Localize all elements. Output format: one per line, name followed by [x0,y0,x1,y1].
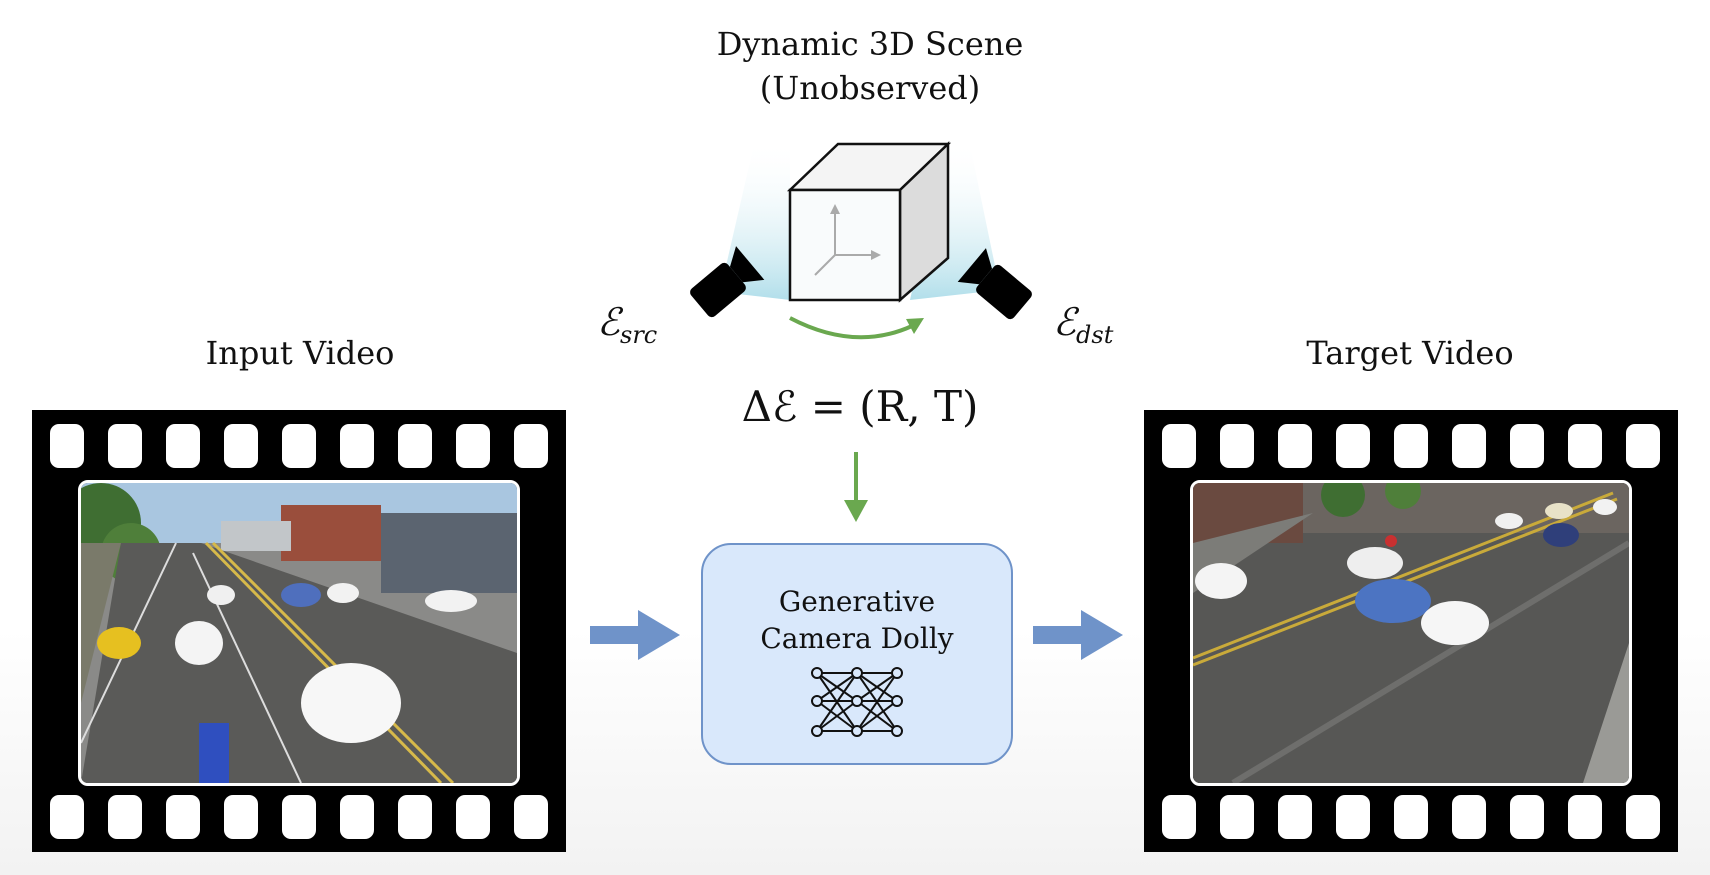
film-hole [1452,424,1486,468]
film-hole [398,424,432,468]
film-hole [1336,424,1370,468]
film-hole [224,424,258,468]
target-video-label: Target Video [1306,334,1514,372]
film-hole [1510,424,1544,468]
film-hole [340,795,374,839]
down-arrow [844,452,868,522]
film-hole [1278,424,1312,468]
scene-title-line2: (Unobserved) [759,69,981,107]
film-hole [282,795,316,839]
film-perforations-bottom [32,795,566,839]
film-hole [456,795,490,839]
target-video-scene [1193,483,1629,783]
film-hole [1568,424,1602,468]
scene-title: Dynamic 3D Scene (Unobserved) [690,22,1050,110]
film-hole [1394,795,1428,839]
scene-title-line1: Dynamic 3D Scene [716,25,1024,63]
film-hole [514,795,548,839]
film-hole [1626,424,1660,468]
film-perforations-top [1144,424,1678,468]
neural-network-icon [811,667,903,737]
input-to-dolly-arrow [590,610,680,660]
film-perforations-bottom [1144,795,1678,839]
camera-src-icon [690,246,765,318]
target-film-strip [1144,410,1678,852]
film-hole [340,424,374,468]
dolly-title-line1: Generative [778,585,936,618]
camera-src-label: ℰsrc [597,300,657,349]
camera-src-symbol: ℰ [597,300,621,344]
film-hole [1452,795,1486,839]
cube-icon [786,141,952,303]
camera-src-subscript: src [620,321,658,349]
film-hole [282,424,316,468]
input-video-label: Input Video [205,334,395,372]
film-hole [50,424,84,468]
film-hole [1220,795,1254,839]
film-hole [1626,795,1660,839]
axes-icon [814,204,881,276]
input-film-strip [32,410,566,852]
input-video-frame [78,480,520,786]
film-hole [1336,795,1370,839]
camera-dst-symbol: ℰ [1053,300,1077,344]
generative-camera-dolly-box: Generative Camera Dolly [701,543,1013,765]
input-video-scene [81,483,517,783]
camera-motion-arrow [789,316,924,340]
dolly-to-target-arrow [1033,610,1123,660]
dolly-title-line2: Camera Dolly [760,622,954,655]
film-hole [1220,424,1254,468]
film-perforations-top [32,424,566,468]
film-hole [456,424,490,468]
camera-dst-icon [957,248,1032,320]
film-hole [1162,424,1196,468]
film-hole [514,424,548,468]
film-hole [1568,795,1602,839]
target-video-frame [1190,480,1632,786]
film-hole [1394,424,1428,468]
film-hole [166,424,200,468]
film-hole [108,424,142,468]
film-hole [398,795,432,839]
camera-dst-subscript: dst [1076,321,1114,349]
scene-diagram [690,140,1032,340]
film-hole [224,795,258,839]
film-hole [108,795,142,839]
delta-formula: Δℰ = (R, T) [741,382,979,431]
film-hole [166,795,200,839]
film-hole [1162,795,1196,839]
film-hole [1278,795,1312,839]
camera-dst-label: ℰdst [1053,300,1113,349]
film-hole [50,795,84,839]
film-hole [1510,795,1544,839]
